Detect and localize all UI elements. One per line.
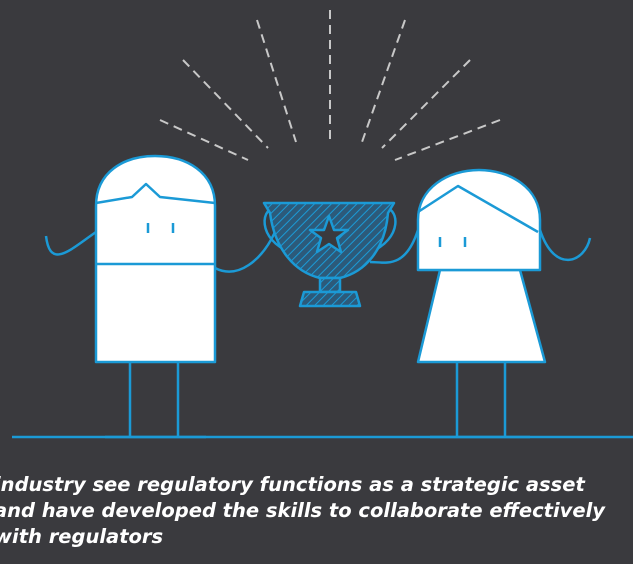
sparkle-rays-icon	[159, 10, 501, 161]
caption-text: industry see regulatory functions as a s…	[0, 472, 633, 550]
celebration-illustration	[12, 10, 633, 439]
trophy-star-icon	[262, 201, 397, 308]
caption-line-3: with regulators	[0, 525, 164, 548]
caption-line-2: and have developed the skills to collabo…	[0, 499, 605, 522]
person-right-icon	[369, 168, 592, 439]
person-left-icon	[44, 154, 277, 439]
caption-line-1: industry see regulatory functions as a s…	[0, 473, 585, 496]
